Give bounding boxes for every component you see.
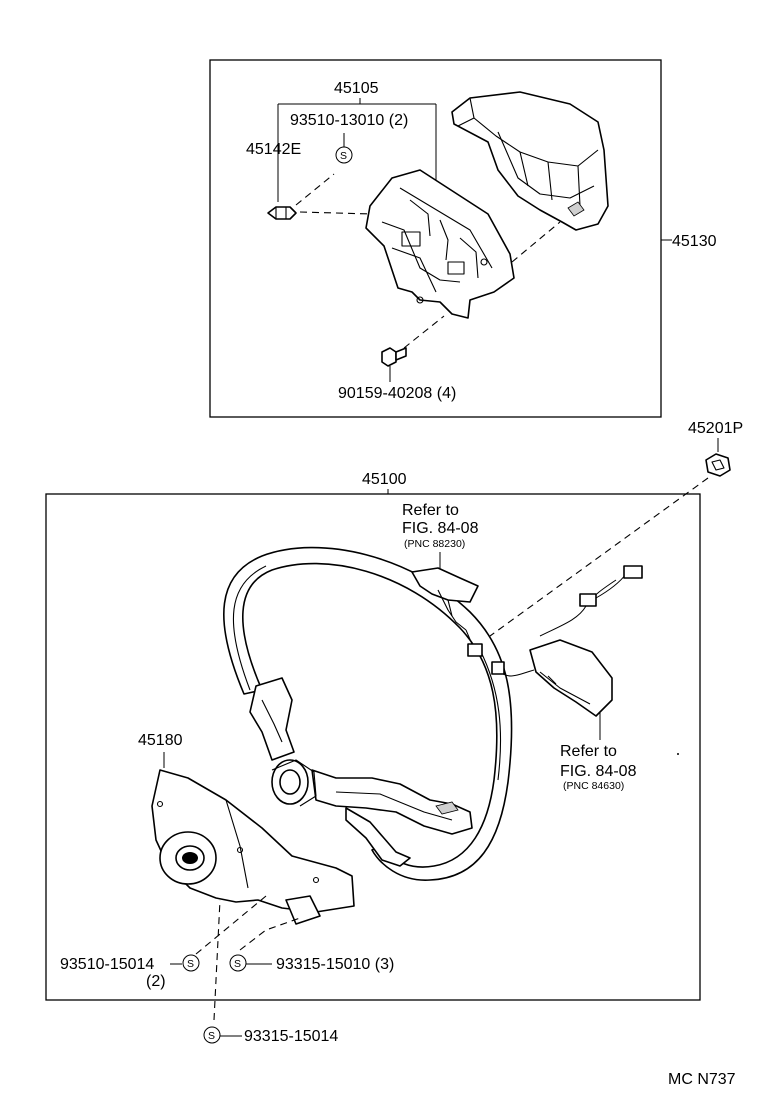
s-circle-icon: S [229, 954, 247, 972]
steering-wheel-hub [271, 759, 317, 807]
label-93315-15014: 93315-15014 [244, 1028, 338, 1045]
svg-text:S: S [234, 958, 241, 970]
s-circle-icon: S [182, 954, 200, 972]
dash-screw-15014-left [195, 895, 267, 955]
lower-assembly-box [45, 493, 701, 1001]
lower-cover-45180 [151, 769, 355, 925]
label-45201P: 45201P [688, 420, 743, 437]
label-90159-40208: 90159-40208 (4) [338, 385, 456, 402]
dash-screw-15010 [239, 917, 301, 951]
steering-wheel-spokes [249, 677, 473, 867]
horn-pad-cover [451, 91, 609, 231]
refer1-line2: FIG. 84-08 [402, 520, 479, 537]
stray-dot [677, 753, 679, 755]
nut-45201P [705, 453, 731, 477]
horn-pad-body [365, 169, 515, 319]
steering-wheel-rim [222, 546, 513, 881]
horn-switch-left [411, 567, 483, 657]
dash-nut-to-wheel [489, 477, 709, 637]
footer-code: MC N737 [668, 1071, 736, 1088]
dash-pad-to-cover [511, 221, 561, 263]
leader-45105 [277, 98, 437, 202]
label-93315-15010: 93315-15010 (3) [276, 956, 394, 973]
label-93510-13010: 93510-13010 (2) [290, 112, 408, 129]
s-circle-icon: S [335, 146, 353, 164]
refer1-line1: Refer to [402, 502, 459, 519]
label-45180: 45180 [138, 732, 183, 749]
refer1-pnc: (PNC 88230) [404, 538, 465, 550]
label-45130: 45130 [672, 233, 717, 250]
label-45142E: 45142E [246, 141, 301, 158]
label-93510-15014-qty: (2) [146, 973, 166, 990]
refer2-pnc: (PNC 84630) [563, 780, 624, 792]
bolt-90159 [381, 347, 407, 367]
horn-switch-right [491, 565, 643, 717]
dash-bolt-to-pad [403, 315, 445, 349]
svg-text:S: S [208, 1030, 215, 1042]
label-45105: 45105 [334, 80, 379, 97]
dash-clip-to-pad [295, 173, 373, 215]
refer2-line2: FIG. 84-08 [560, 763, 637, 780]
clip-45142E [267, 206, 297, 220]
label-93510-15014: 93510-15014 [60, 956, 154, 973]
label-45100: 45100 [362, 471, 407, 488]
upper-assembly-box [209, 59, 662, 418]
svg-text:S: S [187, 958, 194, 970]
svg-text:S: S [340, 150, 347, 162]
refer2-line1: Refer to [560, 743, 617, 760]
s-circle-icon: S [203, 1026, 221, 1044]
dash-screw-15014-bottom [213, 899, 221, 1021]
